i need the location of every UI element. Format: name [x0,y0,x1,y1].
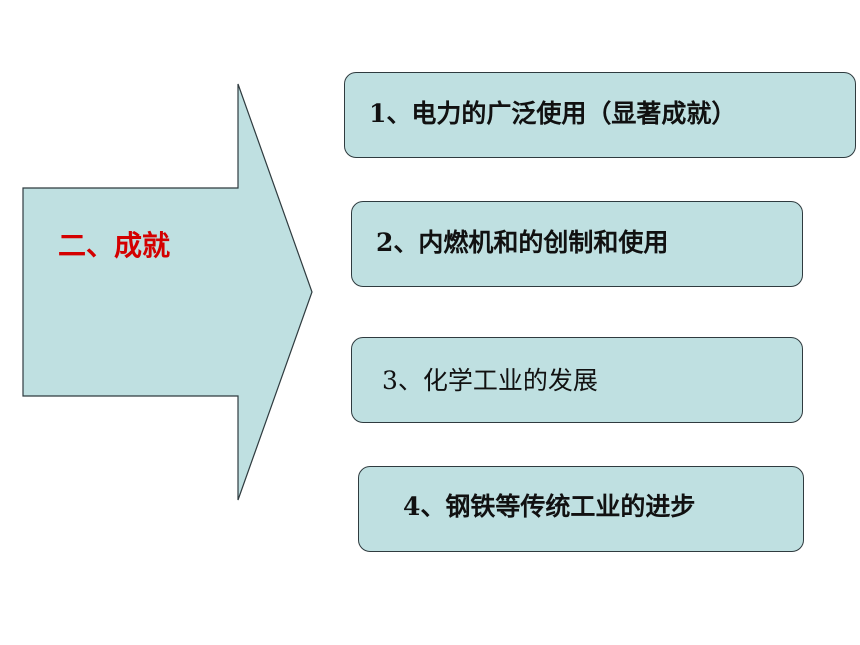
achievement-box-1: 1、电力的广泛使用（显著成就） [344,72,856,158]
achievement-text-4: 4、钢铁等传统工业的进步 [403,492,696,521]
arrow-polygon [22,83,313,501]
achievement-text-2: 2、内燃机和的创制和使用 [376,228,669,257]
arrow-label: 二、成就 [58,229,171,262]
achievement-text-3: 3、化学工业的发展 [382,366,598,395]
achievement-box-2: 2、内燃机和的创制和使用 [351,201,803,287]
achievement-box-3: 3、化学工业的发展 [351,337,803,423]
achievement-box-4: 4、钢铁等传统工业的进步 [358,466,804,552]
achievement-text-1: 1、电力的广泛使用（显著成就） [369,99,737,128]
